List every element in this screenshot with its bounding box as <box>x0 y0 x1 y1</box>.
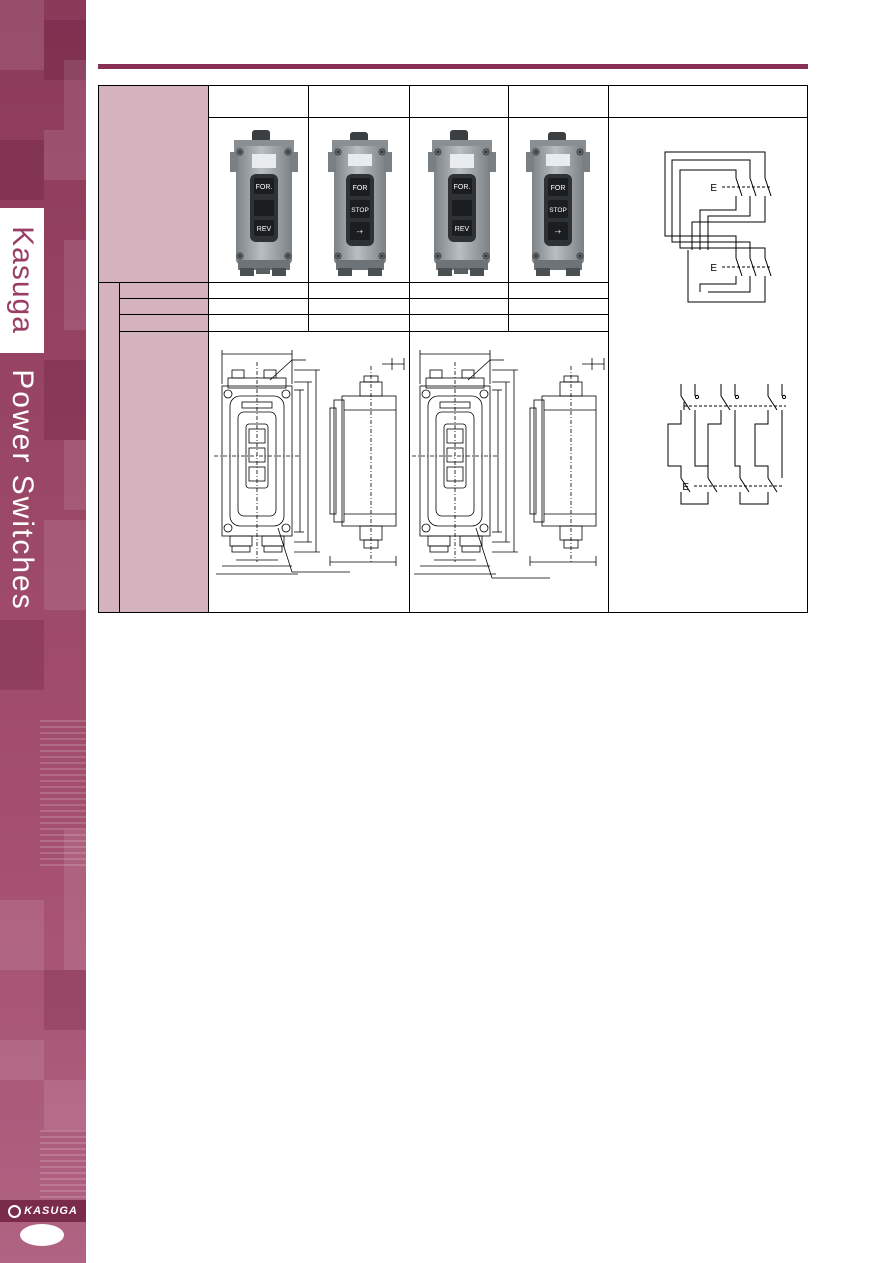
header-cell <box>99 86 208 282</box>
product-photo-1: FOR. REV <box>230 130 298 276</box>
product-photo-2: FOR STOP -+ <box>328 132 392 276</box>
sidebar-stripes <box>40 1130 86 1200</box>
sidebar-tile <box>64 60 86 130</box>
sidebar-tile <box>44 1080 86 1130</box>
button-label: STOP <box>549 207 567 214</box>
earth-label: E <box>710 183 717 194</box>
sidebar-tile <box>44 130 86 180</box>
sidebar-tile <box>44 360 86 440</box>
sidebar-tile <box>44 20 86 80</box>
earth-label: E <box>710 263 717 274</box>
button-label: STOP <box>351 207 369 214</box>
sidebar-tile <box>0 0 44 70</box>
button-label: FOR. <box>256 184 273 191</box>
brand-tab <box>0 208 44 353</box>
circuit-diagram-1 <box>664 151 772 303</box>
sidebar-tile <box>44 520 86 610</box>
button-label: REV <box>257 226 272 233</box>
sidebar-tile <box>64 440 86 510</box>
button-label: -+ <box>555 229 561 236</box>
button-label: REV <box>455 226 470 233</box>
product-photo-4: FOR STOP -+ <box>526 132 590 276</box>
page-number-badge <box>20 1224 64 1246</box>
top-rule <box>98 64 808 69</box>
sidebar-tile <box>0 140 44 200</box>
logo-text: KASUGA <box>24 1205 78 1217</box>
sidebar-tile <box>0 620 44 690</box>
button-label: FOR <box>551 185 566 192</box>
sidebar-tile <box>0 1040 44 1080</box>
button-label: FOR. <box>454 184 471 191</box>
button-label: -+ <box>357 229 363 236</box>
sidebar-stripes <box>40 720 86 870</box>
sidebar-tile <box>64 240 86 330</box>
dimension-drawing-3button <box>411 349 605 579</box>
sidebar-tile <box>64 830 86 970</box>
logo-mark-icon <box>8 1204 22 1218</box>
sidebar-tile <box>0 900 44 970</box>
kasuga-logo: KASUGA <box>0 1200 86 1222</box>
product-photo-3: FOR. REV <box>428 130 496 276</box>
dimension-drawing-2button <box>213 349 405 575</box>
sidebar-tile <box>44 970 86 1030</box>
earth-label: E <box>682 482 689 493</box>
table-border <box>98 85 808 613</box>
button-label: FOR <box>353 185 368 192</box>
table-grid <box>99 86 807 612</box>
header-cell <box>99 282 208 612</box>
sidebar: Kasuga Power Switches KASUGA <box>0 0 86 1263</box>
circuit-diagram-2 <box>667 384 787 505</box>
